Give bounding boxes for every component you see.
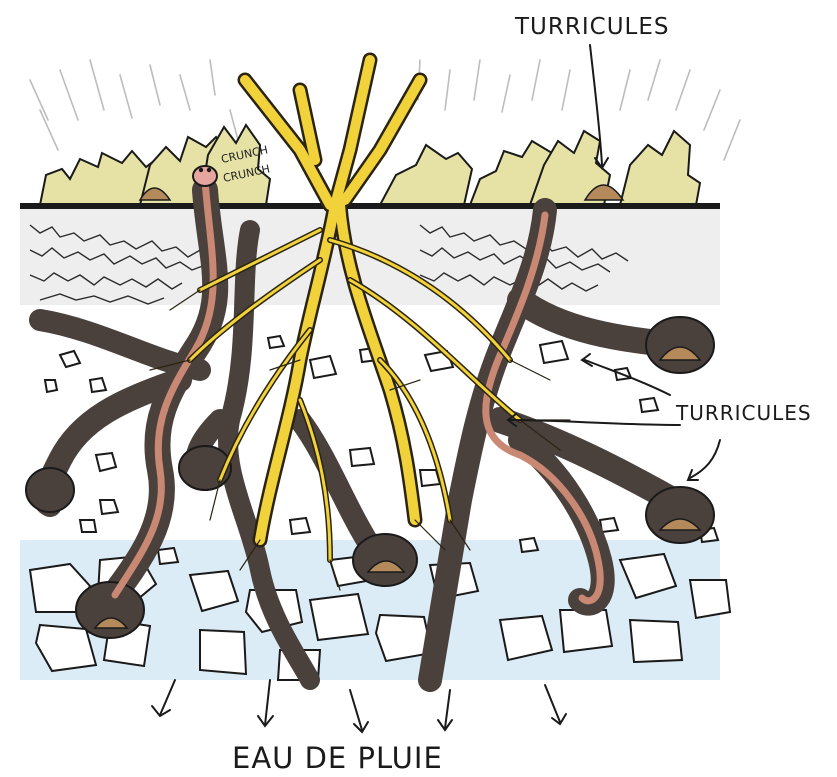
label-eau-de-pluie: EAU DE PLUIE: [232, 741, 443, 775]
worm-head: [193, 166, 217, 186]
drainage-arrows: [152, 680, 566, 732]
label-turricules-right: TURRICULES: [675, 401, 812, 425]
label-turricules-top: TURRICULES: [514, 14, 669, 40]
